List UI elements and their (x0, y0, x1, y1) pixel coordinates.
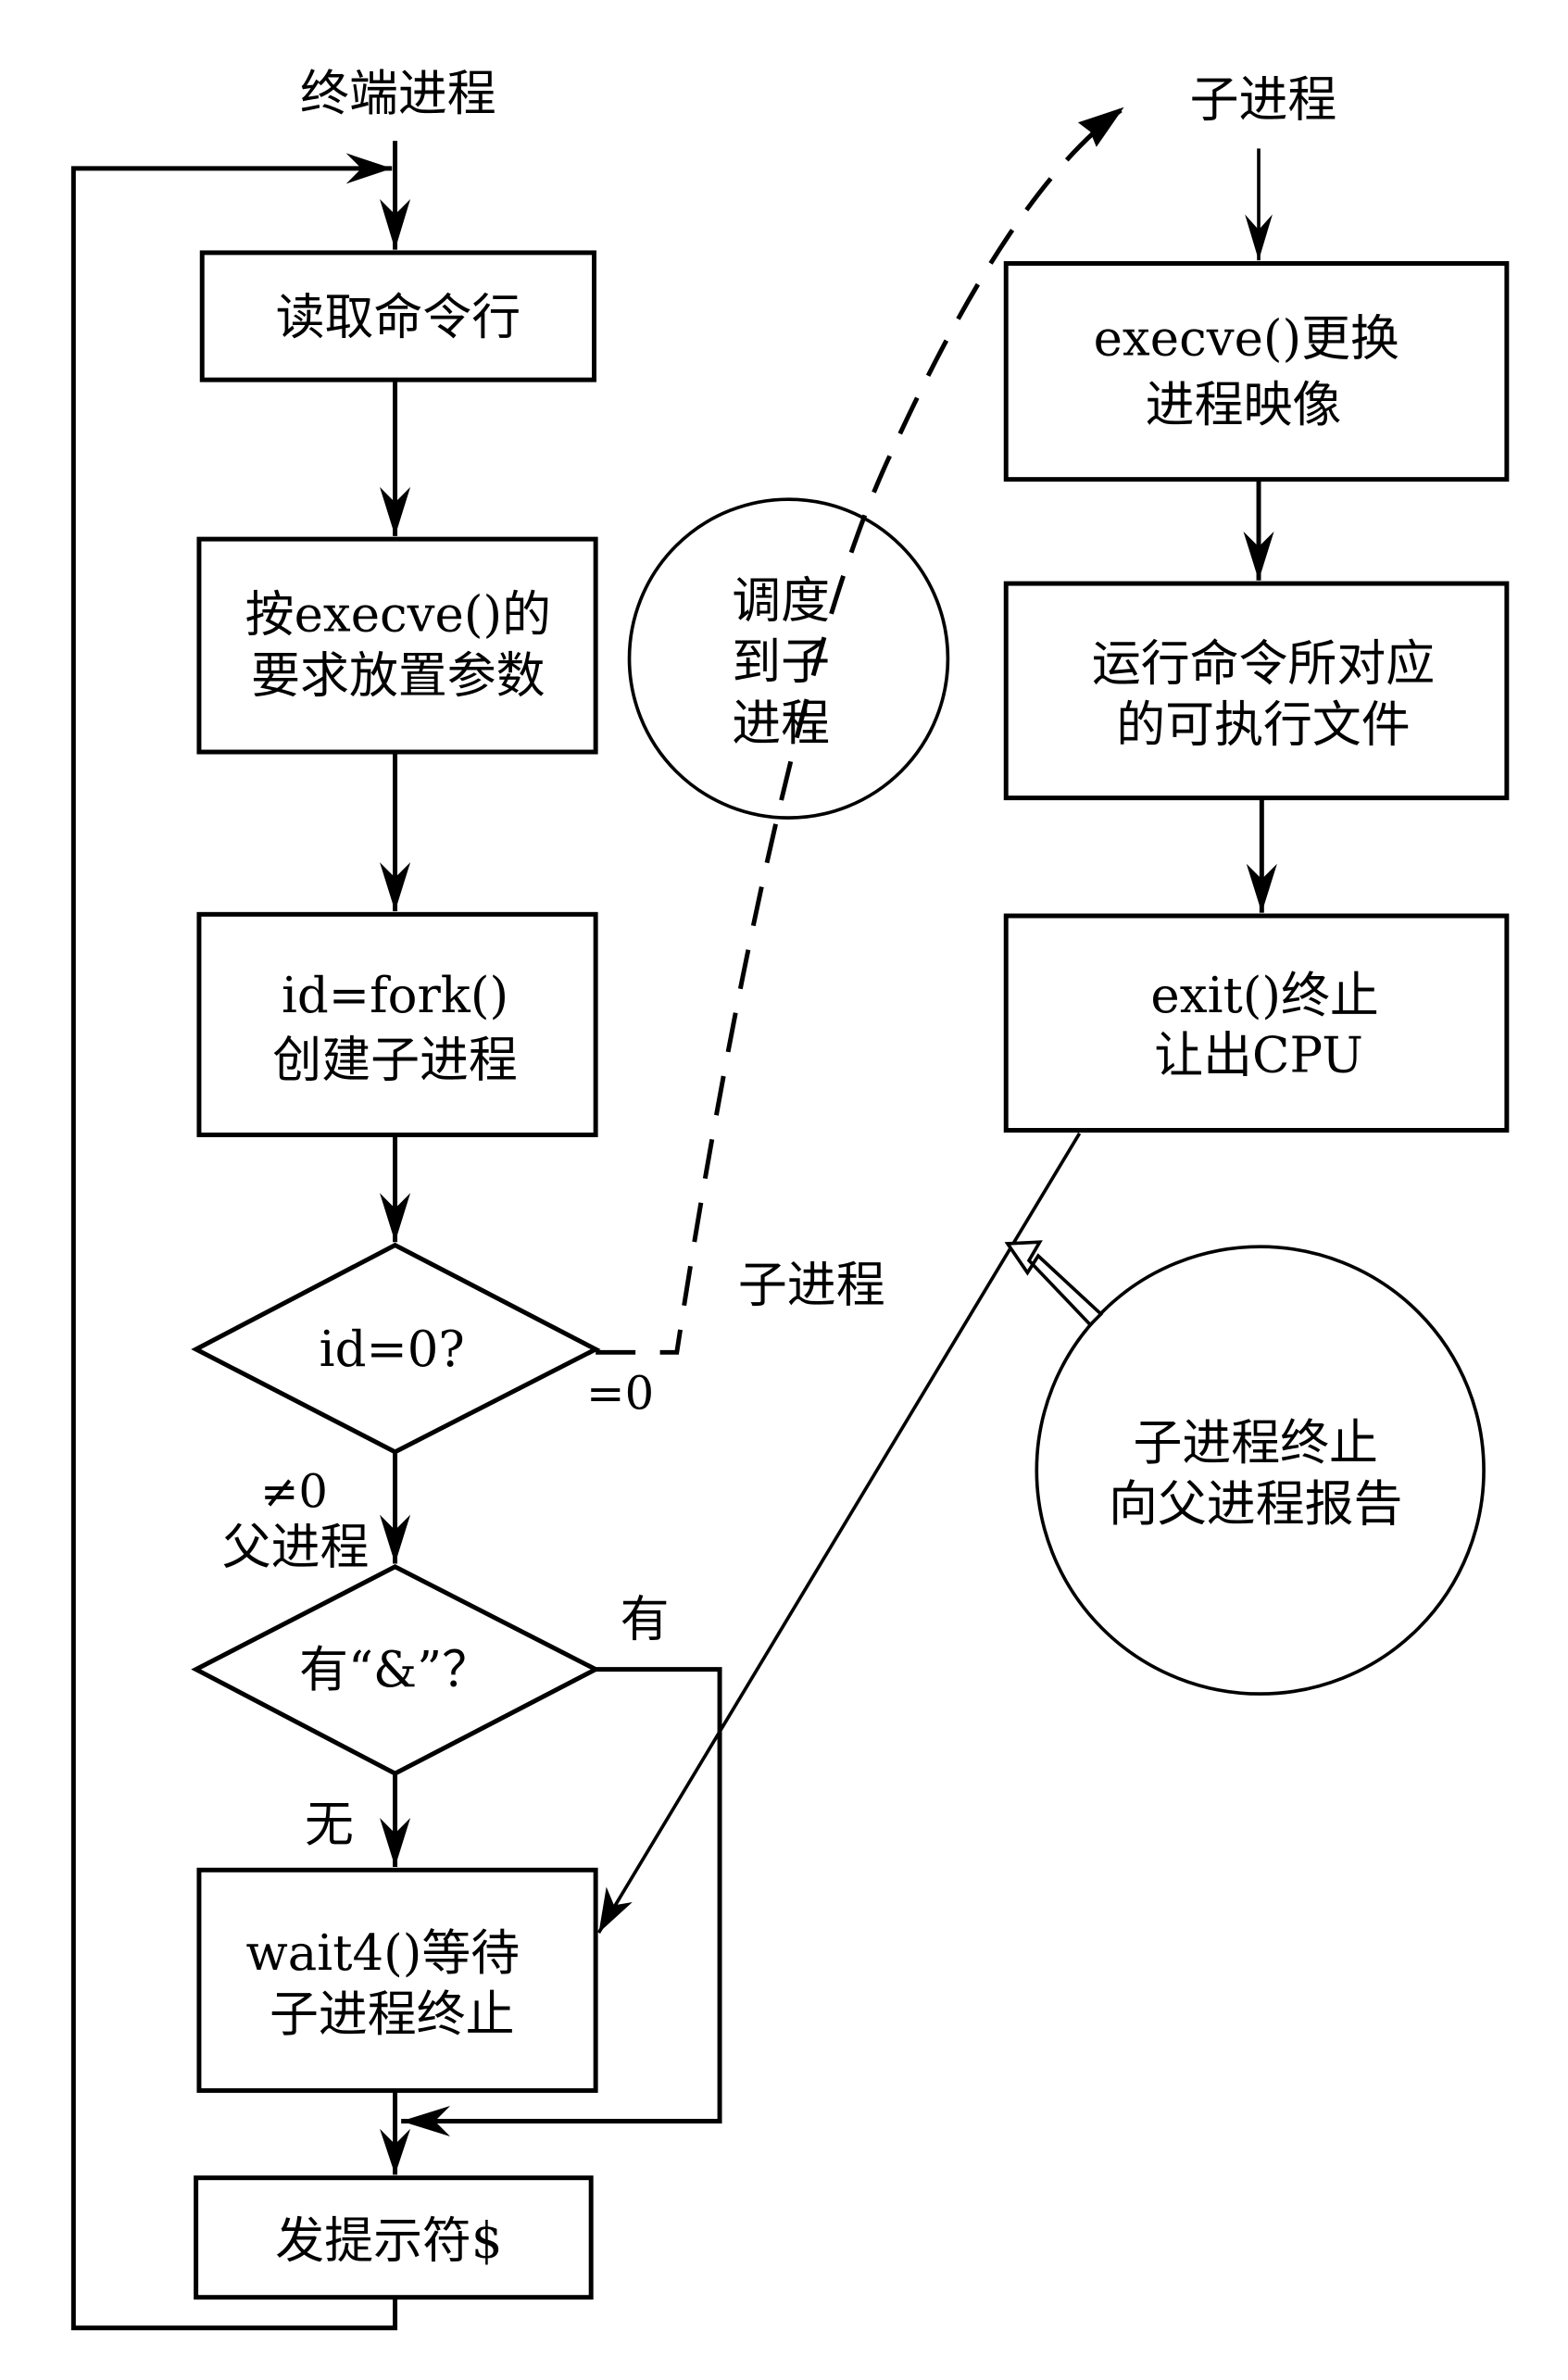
prepare-args-label-line2: 要求放置参数 (251, 648, 545, 705)
fork-box (196, 911, 598, 1137)
arrowhead-icon (380, 1514, 411, 1564)
read-command-box (199, 250, 596, 382)
loop-back-line (70, 166, 398, 2331)
branch-label-not-zero: ≠0 (260, 1464, 328, 1518)
report-label-line1: 子进程终止 (1133, 1415, 1378, 1472)
exit-label-line1: exit()终止 (1150, 968, 1378, 1024)
wait-label-line1: wait4()等待 (245, 1925, 520, 1982)
child-process-branch-label: 子进程 (738, 1258, 885, 1314)
schedule-label-line2: 到子 (732, 634, 830, 691)
execve-label-line1: execve()更换 (1094, 311, 1399, 368)
wait-box (196, 1867, 598, 2093)
prompt-label: 发提示符$ (275, 2213, 502, 2270)
has-ampersand-branch-line (401, 1667, 722, 2123)
wait-label-line2: 子进程终止 (270, 1986, 515, 2043)
loop-arrowhead-icon (345, 153, 393, 184)
exit-label-line2: 让出CPU (1154, 1028, 1363, 1084)
schedule-label-line1: 调度 (732, 572, 830, 629)
execve-label-line2: 进程映像 (1146, 377, 1342, 433)
run-label-line1: 运行命令所对应 (1092, 635, 1435, 692)
hollow-arrow-icon (1004, 1240, 1104, 1328)
branch-label-has: 有 (621, 1591, 670, 1647)
arrowhead-icon (380, 2128, 411, 2175)
decision-ampersand-label: 有“&”？ (299, 1642, 491, 1698)
arrowhead-icon (1245, 214, 1273, 261)
schedule-circle (627, 497, 950, 820)
read-command-label: 读取命令行 (276, 290, 521, 346)
prepare-args-label-line1: 按execve()的 (245, 586, 551, 643)
arrowhead-icon (401, 2105, 451, 2137)
dashed-arrowhead-icon (1077, 106, 1124, 147)
fork-label-line1: id=fork() (282, 968, 508, 1024)
branch-label-none: 无 (305, 1797, 354, 1853)
fork-label-line2: 创建子进程 (272, 1033, 518, 1089)
arrowhead-icon (380, 1193, 411, 1243)
prompt-box (194, 2175, 594, 2300)
arrowhead-icon (1243, 531, 1274, 581)
child-process-title: 子进程 (1190, 72, 1337, 129)
arrowhead-icon (380, 486, 411, 536)
run-executable-box (1003, 581, 1510, 801)
arrowhead-icon (380, 862, 411, 912)
decision-id-zero-label: id=0? (320, 1322, 465, 1378)
arrowhead-icon (380, 198, 411, 250)
prepare-args-box (196, 536, 598, 755)
report-circle (1035, 1245, 1486, 1696)
run-label-line2: 的可执行文件 (1116, 696, 1410, 753)
terminal-process-title: 终端进程 (300, 66, 496, 122)
report-label-line2: 向父进程报告 (1109, 1476, 1402, 1533)
branch-label-parent-process: 父进程 (222, 1520, 370, 1576)
arrowhead-icon (1246, 863, 1277, 913)
exit-to-wait-line (596, 1132, 1082, 1935)
arrowhead-icon (598, 1886, 633, 1934)
execve-box (1003, 260, 1510, 482)
schedule-label-line3: 进程 (732, 695, 830, 752)
exit-box (1003, 913, 1510, 1133)
arrowhead-icon (380, 1818, 411, 1867)
branch-label-equals-zero: =0 (586, 1366, 654, 1420)
